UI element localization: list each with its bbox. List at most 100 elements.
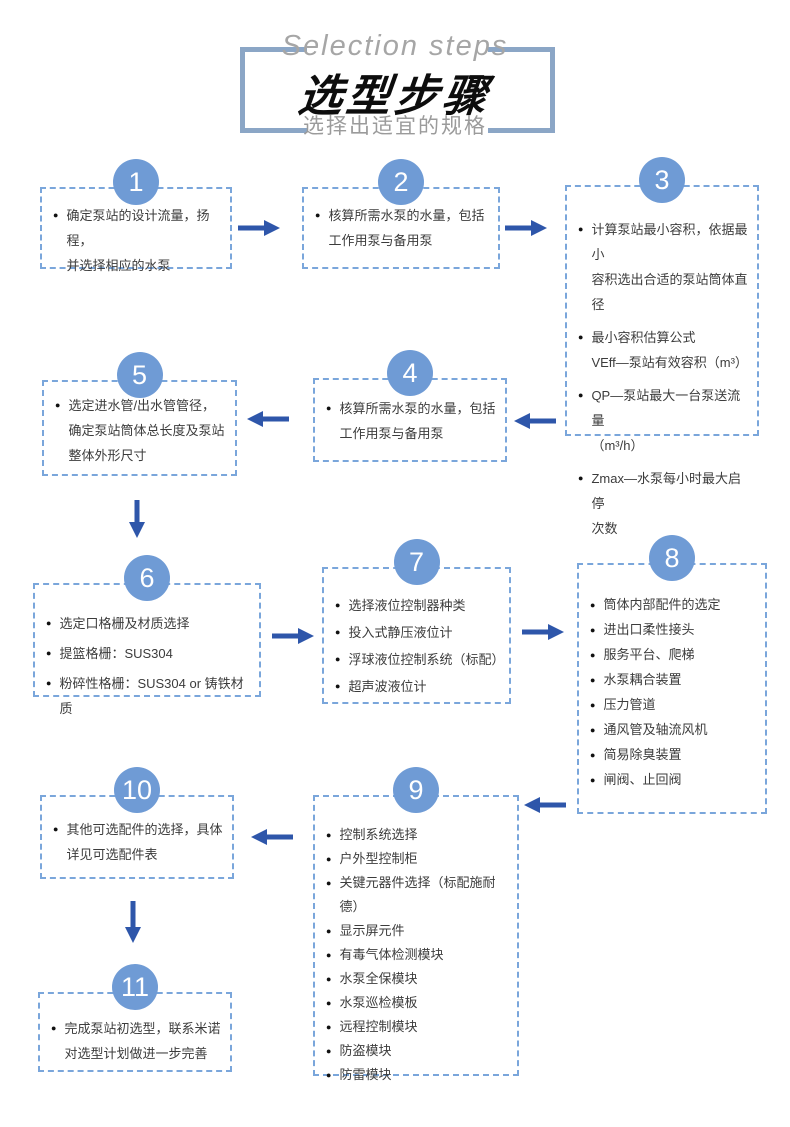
bullet-item: ● 进出口柔性接头 (590, 618, 759, 642)
step-bullet-list-10: ●其他可选配件的选择，具体 详见可选配件表 (42, 797, 232, 879)
bullet-item: ● 核算所需水泵的水量，包括 工作用泵与备用泵 (326, 396, 499, 446)
bullet-dot-icon: ● (590, 725, 596, 735)
arrow-right-icon (522, 623, 564, 641)
step-box-11: 11 ●完成泵站初选型，联系米诺 对选型计划做进一步完善 (38, 964, 232, 1072)
bullet-dot-icon: ● (590, 775, 596, 785)
bullet-text: 核算所需水泵的水量，包括 工作用泵与备用泵 (328, 208, 485, 248)
bullet-dot-icon: ● (578, 332, 584, 342)
step-circle-1: 1 (113, 159, 159, 205)
bullet-dot-icon: ● (590, 625, 596, 635)
bullet-dot-icon: ● (53, 210, 59, 220)
bullet-dot-icon: ● (578, 224, 584, 234)
bullet-item: ● 选定口格栅及材质选择 (46, 611, 253, 636)
bullet-text: 选定口格栅及材质选择 (59, 616, 190, 631)
step-circle-2: 2 (378, 159, 424, 205)
arrow-right-icon (272, 627, 314, 645)
bullet-item: ●防盗模块 (326, 1039, 511, 1063)
step-circle-9: 9 (393, 767, 439, 813)
step-number: 9 (408, 774, 424, 805)
bullet-item: ●粉碎性格栅：SUS304 or 铸铁材质 (46, 671, 253, 721)
bullet-item: ● 远程控制模块 (326, 1015, 511, 1039)
bullet-text: 选择液位控制器种类 (348, 598, 466, 613)
bullet-text: 压力管道 (603, 697, 656, 712)
bullet-item: ●选择液位控制器种类 (335, 593, 503, 618)
bullet-dot-icon: ● (326, 878, 332, 888)
arrow-right-icon (505, 219, 547, 237)
bullet-item: ●水泵全保模块 (326, 967, 511, 991)
bullet-text: 选定进水管/出水管管径， 确定泵站筒体总长度及泵站 整体外形尺寸 (68, 398, 225, 463)
step-circle-7: 7 (393, 539, 440, 585)
bullet-item: ●防雷模块 (326, 1063, 511, 1087)
bullet-text: 防雷模块 (339, 1067, 392, 1082)
step-box-8: 8 ●筒体内部配件的选定●进出口柔性接头●服务平台、爬梯●水泵耦合装置●压力管道… (577, 535, 767, 814)
bullet-item: ●通风管及轴流风机 (590, 718, 759, 742)
step-box-2: 2 ●核算所需水泵的水量，包括 工作用泵与备用泵 (302, 159, 500, 269)
bullet-item: ● 闸阀、止回阀 (590, 768, 759, 792)
step-box-9: 9 ●控制系统选择●户外型控制柜●关键元器件选择（标配施耐德）●显示屏元件●有毒… (313, 767, 519, 1082)
left-bracket-decoration (240, 47, 307, 133)
bullet-dot-icon: ● (55, 400, 61, 410)
bullet-text: 超声波液位计 (348, 679, 427, 694)
step-number: 10 (121, 774, 153, 805)
bullet-text: 控制系统选择 (339, 827, 418, 842)
bullet-dot-icon: ● (46, 678, 52, 688)
bullet-item: ● 控制系统选择 (326, 823, 511, 847)
bullet-text: 计算泵站最小容积，依据最小 容积选出合适的泵站筒体直径 (591, 222, 748, 312)
step-number: 3 (654, 164, 670, 195)
step-number: 7 (408, 546, 425, 577)
step-number: 5 (131, 359, 148, 390)
bullet-dot-icon: ● (326, 403, 332, 413)
bullet-text: 核算所需水泵的水量，包括 工作用泵与备用泵 (339, 401, 496, 441)
bullet-dot-icon: ● (326, 926, 332, 936)
step-bullet-list-3: ●计算泵站最小容积，依据最小 容积选出合适的泵站筒体直径●最小容积估算公式 VE… (567, 187, 757, 555)
arrow-left-icon (251, 828, 293, 846)
step-number: 11 (120, 971, 150, 1002)
step-number: 1 (128, 166, 144, 197)
bullet-item: ●压力管道 (590, 693, 759, 717)
bullet-text: 防盗模块 (339, 1043, 392, 1058)
step-bullet-list-9: ●控制系统选择●户外型控制柜●关键元器件选择（标配施耐德）●显示屏元件●有毒气体… (315, 797, 517, 1093)
bullet-item: ●水泵巡检模板 (326, 991, 511, 1015)
bullet-text: 远程控制模块 (339, 1019, 418, 1034)
step-number: 4 (402, 357, 418, 388)
arrow-right-icon (238, 219, 280, 237)
bullet-dot-icon: ● (46, 618, 52, 628)
bullet-text: 简易除臭装置 (603, 747, 682, 762)
bullet-item: ●确定泵站的设计流量，扬程， 并选择相应的水泵 (53, 203, 224, 278)
bullet-item: ● 选定进水管/出水管管径， 确定泵站筒体总长度及泵站 整体外形尺寸 (55, 393, 229, 468)
bullet-text: 投入式静压液位计 (348, 625, 453, 640)
bullet-text: 有毒气体检测模块 (339, 947, 444, 962)
bullet-text: 进出口柔性接头 (603, 622, 695, 637)
bullet-item: ●其他可选配件的选择，具体 详见可选配件表 (53, 817, 226, 867)
bullet-dot-icon: ● (335, 681, 341, 691)
bullet-dot-icon: ● (578, 390, 584, 400)
bullet-dot-icon: ● (326, 974, 332, 984)
bullet-dot-icon: ● (578, 473, 584, 483)
bullet-item: ●户外型控制柜 (326, 847, 511, 871)
bullet-dot-icon: ● (326, 830, 332, 840)
bullet-dot-icon: ● (46, 648, 52, 658)
bullet-item: ●水泵耦合装置 (590, 668, 759, 692)
step-circle-11: 11 (112, 964, 158, 1010)
title-english: Selection steps (281, 30, 509, 62)
bullet-item: ●关键元器件选择（标配施耐德） (326, 871, 511, 919)
step-bullet-list-5: ● 选定进水管/出水管管径， 确定泵站筒体总长度及泵站 整体外形尺寸 (44, 382, 235, 480)
bullet-item: ●Zmax—水泵每小时最大启停 次数 (578, 466, 751, 541)
bullet-item: ● 超声波液位计 (335, 674, 503, 699)
bullet-item: ●提篮格栅：SUS304 (46, 641, 253, 666)
bullet-dot-icon: ● (335, 654, 341, 664)
step-box-6: 6 ●选定口格栅及材质选择●提篮格栅：SUS304●粉碎性格栅：SUS304 o… (33, 555, 261, 716)
step-circle-3: 3 (639, 157, 685, 203)
step-circle-10: 10 (114, 767, 160, 813)
bullet-text: 闸阀、止回阀 (603, 772, 682, 787)
bullet-dot-icon: ● (326, 854, 332, 864)
bullet-dot-icon: ● (326, 1022, 332, 1032)
step-bullet-list-2: ●核算所需水泵的水量，包括 工作用泵与备用泵 (304, 189, 498, 265)
bullet-dot-icon: ● (335, 627, 341, 637)
bullet-dot-icon: ● (590, 675, 596, 685)
arrow-down-icon (128, 500, 146, 538)
arrow-left-icon (514, 412, 556, 430)
bullet-dot-icon: ● (51, 1023, 57, 1033)
bullet-text: 水泵巡检模板 (339, 995, 418, 1010)
